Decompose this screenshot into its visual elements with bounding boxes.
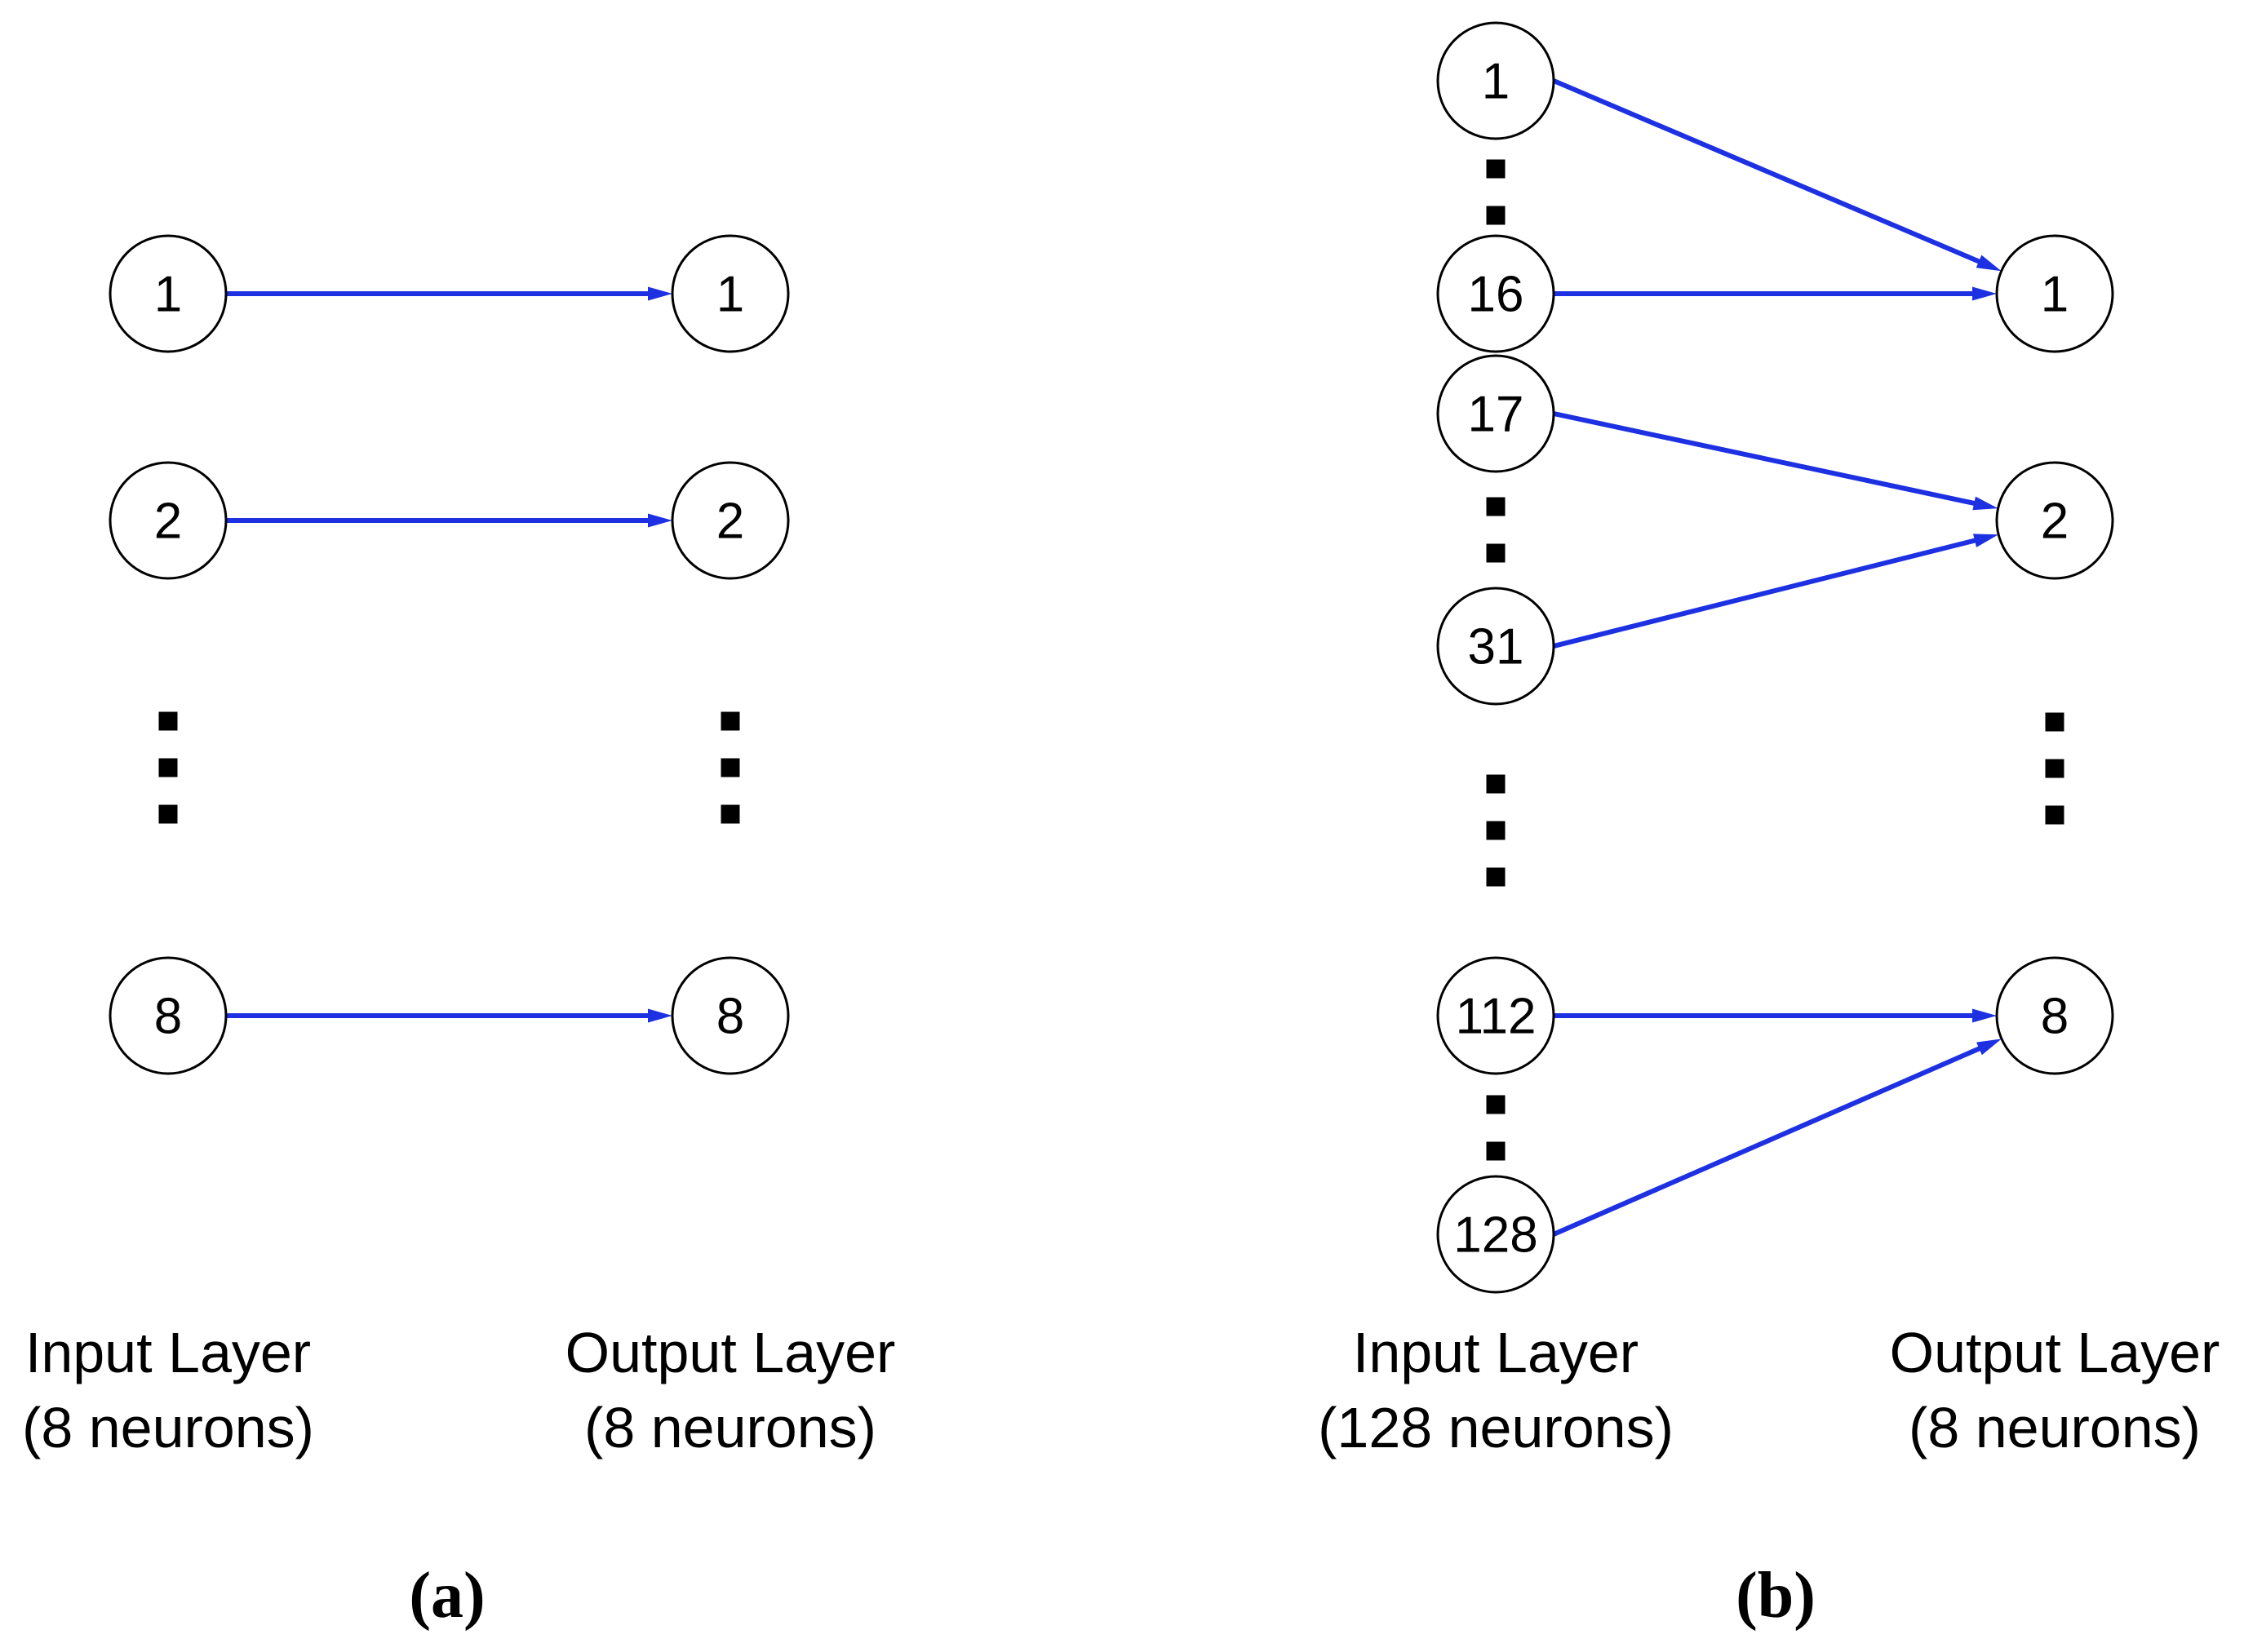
edge-b-in-1-to-b-out-1	[1552, 78, 1982, 265]
node-b-in-1: 1	[1436, 21, 1555, 140]
node-b-in-112: 112	[1436, 956, 1555, 1075]
neuron-label-a-out-8: 8	[716, 989, 744, 1045]
node-b-in-31: 31	[1436, 587, 1555, 706]
arrowhead-b-in-17-to-b-out-2	[1972, 496, 1998, 511]
layer-subtitle-a-output: (8 neurons)	[584, 1396, 876, 1459]
ellipsis-dot	[158, 804, 178, 824]
ellipsis-dot	[1486, 497, 1506, 516]
edge-b-in-17-to-b-out-2	[1553, 411, 1976, 507]
neuron-label-b-in-112: 112	[1456, 989, 1537, 1045]
ellipsis-dot	[721, 804, 740, 824]
edge-b-in-128-to-b-out-8	[1552, 1045, 1982, 1237]
ellipsis-dot	[158, 758, 178, 777]
ellipsis-group-b-4	[2045, 712, 2064, 825]
arrowhead-a-in-2-to-a-out-2	[648, 513, 672, 528]
node-b-out-1: 1	[1995, 234, 2114, 353]
neuron-circle-a-out-2	[671, 461, 790, 580]
ellipsis-dot	[1486, 1095, 1506, 1114]
neuron-circle-b-in-17	[1436, 354, 1555, 473]
layer-title-b-input: Input Layer	[1353, 1321, 1639, 1384]
neuron-circle-a-in-2	[109, 461, 228, 580]
ellipsis-dot	[2045, 805, 2064, 825]
ellipsis-dot	[1486, 774, 1506, 794]
node-a-out-1: 1	[671, 234, 790, 353]
arrowhead-b-in-112-to-b-out-8	[1972, 1008, 1997, 1023]
layer-subtitle-b-output: (8 neurons)	[1909, 1396, 2201, 1459]
neuron-circle-b-in-31	[1436, 587, 1555, 706]
neuron-circle-b-in-112	[1436, 956, 1555, 1075]
neuron-label-a-in-2: 2	[154, 494, 182, 550]
neuron-label-b-in-31: 31	[1468, 619, 1524, 675]
neuron-label-a-out-1: 1	[716, 267, 744, 323]
neuron-label-a-in-8: 8	[154, 989, 182, 1045]
ellipsis-group-b-2	[1486, 774, 1506, 887]
neuron-label-b-out-2: 2	[2041, 494, 2069, 550]
neuron-circle-a-in-8	[109, 956, 228, 1075]
neuron-circle-a-out-8	[671, 956, 790, 1075]
arrowhead-a-in-8-to-a-out-8	[648, 1008, 672, 1023]
arrowhead-a-in-1-to-a-out-1	[648, 286, 672, 301]
ellipsis-group-b-1	[1486, 497, 1506, 563]
ellipsis-dot	[721, 711, 740, 731]
layer-title-a-output: Output Layer	[565, 1321, 896, 1384]
ellipsis-dot	[1486, 867, 1506, 887]
arrowhead-b-in-1-to-b-out-1	[1976, 255, 2002, 272]
neuron-circle-b-in-128	[1436, 1175, 1555, 1294]
node-a-in-2: 2	[109, 461, 228, 580]
neuron-label-a-in-1: 1	[154, 267, 182, 323]
arrowhead-b-in-16-to-b-out-1	[1972, 286, 1997, 301]
arrowhead-b-in-31-to-b-out-2	[1972, 534, 1999, 547]
neuron-label-b-in-17: 17	[1468, 387, 1524, 443]
neuron-label-b-in-128: 128	[1453, 1207, 1537, 1264]
node-a-out-2: 2	[671, 461, 790, 580]
ellipsis-dot	[1486, 159, 1506, 179]
node-a-out-8: 8	[671, 956, 790, 1075]
node-b-out-8: 8	[1995, 956, 2114, 1075]
ellipsis-dot	[1486, 821, 1506, 840]
ellipsis-dot	[2045, 759, 2064, 778]
ellipsis-group-b-0	[1486, 159, 1506, 225]
node-b-in-128: 128	[1436, 1175, 1555, 1294]
ellipsis-dot	[1486, 543, 1506, 563]
node-a-in-8: 8	[109, 956, 228, 1075]
panel-caption-a: (a)	[409, 1560, 485, 1632]
node-b-in-17: 17	[1436, 354, 1555, 473]
node-a-in-1: 1	[109, 234, 228, 353]
neuron-circle-b-out-8	[1995, 956, 2114, 1075]
ellipsis-dot	[1486, 1141, 1506, 1161]
neuron-circle-b-in-16	[1436, 234, 1555, 353]
layer-subtitle-b-input: (128 neurons)	[1318, 1396, 1674, 1459]
neuron-label-b-out-1: 1	[2041, 267, 2069, 323]
neuron-label-a-out-2: 2	[716, 494, 744, 550]
node-b-out-2: 2	[1995, 461, 2114, 580]
ellipsis-group-a-1	[721, 711, 740, 824]
ellipsis-dot	[1486, 206, 1506, 225]
layer-subtitle-a-input: (8 neurons)	[22, 1396, 314, 1459]
ellipsis-dot	[158, 711, 178, 731]
neuron-circle-b-in-1	[1436, 21, 1555, 140]
edge-b-in-31-to-b-out-2	[1553, 538, 1977, 649]
arrowhead-b-in-128-to-b-out-8	[1976, 1039, 2002, 1056]
node-b-in-16: 16	[1436, 234, 1555, 353]
neuron-circle-a-in-1	[109, 234, 228, 353]
neuron-label-b-out-8: 8	[2041, 989, 2069, 1045]
neuron-label-b-in-16: 16	[1468, 267, 1524, 323]
neuron-circle-b-out-2	[1995, 461, 2114, 580]
ellipsis-dot	[721, 758, 740, 777]
layer-title-a-input: Input Layer	[25, 1321, 311, 1384]
layer-title-b-output: Output Layer	[1890, 1321, 2220, 1384]
neuron-circle-a-out-1	[671, 234, 790, 353]
ellipsis-group-a-0	[158, 711, 178, 824]
ellipsis-dot	[2045, 712, 2064, 732]
neuron-label-b-in-1: 1	[1482, 54, 1510, 110]
panel-caption-b: (b)	[1736, 1560, 1816, 1632]
neuron-circle-b-out-1	[1995, 234, 2114, 353]
ellipsis-group-b-3	[1486, 1095, 1506, 1161]
